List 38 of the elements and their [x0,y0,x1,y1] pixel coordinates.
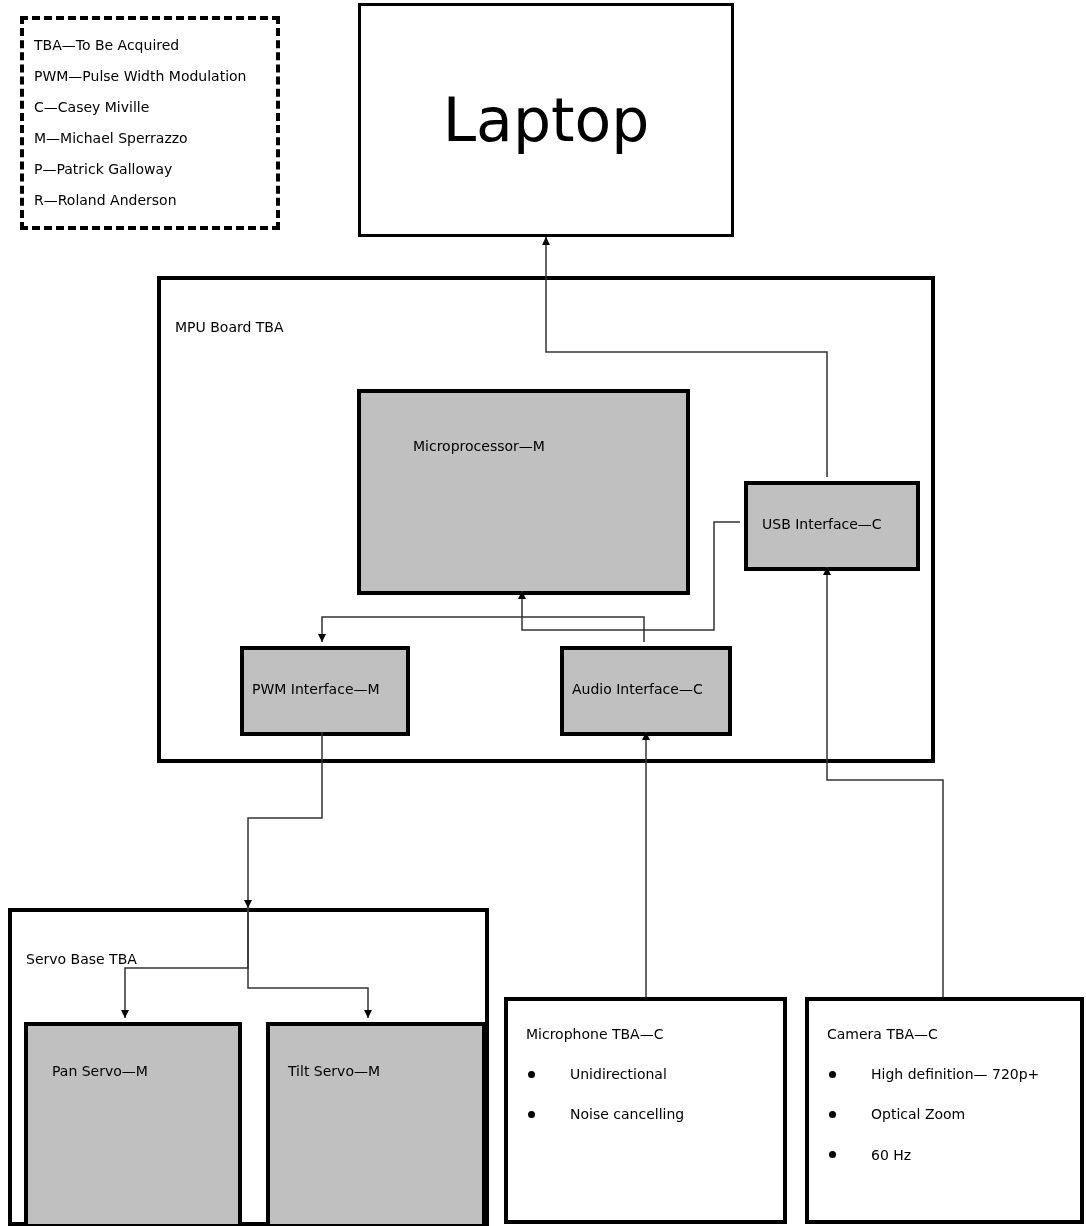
arrow [542,236,828,478]
list-item: Optical Zoom [871,1105,966,1124]
node-label: Camera TBA—C [827,1025,938,1044]
node-label: Laptop [442,84,650,157]
module-box [744,481,920,571]
key-entry: R—Roland Anderson [34,191,177,210]
module-box [24,1022,242,1226]
module-box [357,389,690,595]
list-item: 60 Hz [871,1145,912,1164]
key-entry: PWM—Pulse Width Modulation [34,67,247,86]
device-box [358,3,734,237]
key-box [20,16,280,230]
arrow [518,521,741,631]
node-label: Audio Interface—C [572,680,703,699]
board-box [8,908,489,1226]
arrow [247,907,372,1019]
key-entry: TBA—To Be Acquired [34,36,180,55]
list-item: High definition— 720p+ [871,1065,1040,1084]
node-label: PWM Interface—M [252,680,380,699]
node-label: Microphone TBA—C [526,1025,664,1044]
node-label: Pan Servo—M [52,1062,148,1081]
module-box [266,1022,486,1226]
node-label: Microprocessor—M [413,437,545,456]
node-label: Servo Base TBA [26,950,137,969]
module-box [240,646,410,736]
device-box [805,997,1084,1224]
device-box [504,997,787,1224]
node-label: Tilt Servo—M [288,1062,381,1081]
node-label: MPU Board TBA [175,318,284,337]
key-entry: C—Casey Miville [34,98,150,117]
list-item: Unidirectional [570,1065,667,1084]
key-entry: P—Patrick Galloway [34,160,173,179]
module-box [560,646,732,736]
list-item: Noise cancelling [570,1105,685,1124]
arrow [318,616,645,643]
board-box [157,276,935,763]
node-label: USB Interface—C [762,515,882,534]
key-entry: M—Michael Sperrazzo [34,129,188,148]
